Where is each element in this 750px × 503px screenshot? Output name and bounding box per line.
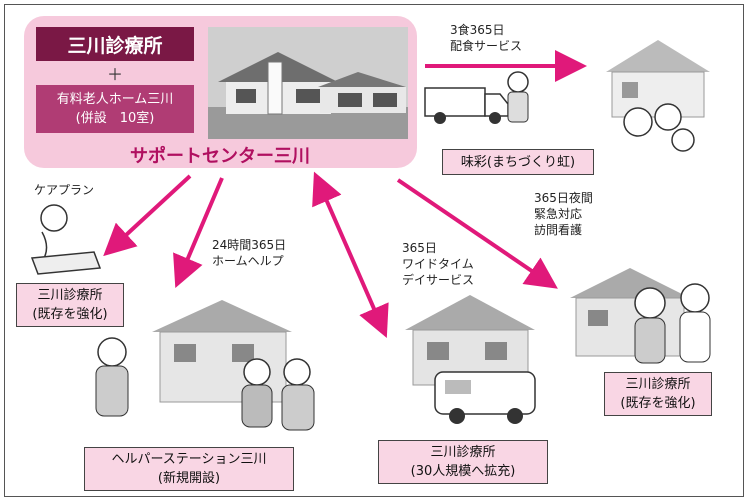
night-service-note: 365日夜間 緊急対応 訪問看護 — [534, 190, 593, 238]
meal-service-note-line1: 3食365日 — [450, 23, 505, 37]
clinic-title: 三川診療所 — [36, 27, 194, 61]
clinic-right-line2: (既存を強化) — [620, 396, 696, 411]
nursing-home-name: 有料老人ホーム三川 — [56, 92, 174, 107]
clinic-photo — [208, 27, 408, 139]
meal-service-note-line2: 配食サービス — [450, 39, 523, 53]
clinic-left-label: 三川診療所 (既存を強化) — [16, 283, 124, 327]
clinic-bottom-label: 三川診療所 (30人規模へ拡充) — [378, 440, 548, 484]
clinic-building-icon — [208, 27, 408, 139]
plus-sign: ＋ — [106, 65, 123, 84]
arrow-to-night-clinic — [396, 178, 558, 289]
arrow-to-care-plan-clinic — [103, 174, 192, 257]
care-plan-note: ケアプラン — [34, 183, 95, 197]
delivery-van-icon — [424, 71, 529, 124]
home-help-note: 24時間365日 ホームヘルプ — [212, 237, 286, 269]
night-service-note-line3: 訪問看護 — [534, 223, 583, 237]
arrow-to-day-service-clinic — [312, 171, 389, 338]
helper-station-line1: ヘルパーステーション三川 — [111, 452, 267, 467]
day-service-note-line3: デイサービス — [402, 273, 475, 287]
night-service-note-line2: 緊急対応 — [534, 207, 583, 221]
support-center-title: サポートセンター三川 — [130, 146, 310, 167]
clinic-bottom-line2: (30人規模へ拡充) — [410, 464, 516, 479]
day-service-note-line1: 365日 — [402, 241, 437, 255]
clinic-right-line1: 三川診療所 — [625, 377, 691, 392]
nursing-home-rooms: (併設 10室) — [75, 111, 155, 126]
home-help-note-line1: 24時間365日 — [212, 238, 287, 252]
day-service-note: 365日 ワイドタイム デイサービス — [402, 240, 474, 288]
care-manager-icon — [30, 204, 102, 275]
night-nursing-scene-icon — [570, 268, 711, 364]
night-service-note-line1: 365日夜間 — [534, 191, 593, 205]
meal-service-note: 3食365日 配食サービス — [450, 22, 522, 54]
clinic-left-line1: 三川診療所 — [37, 288, 103, 303]
clinic-left-line2: (既存を強化) — [32, 307, 108, 322]
helper-station-line2: (新規開設) — [157, 471, 221, 486]
home-help-note-line2: ホームヘルプ — [212, 254, 284, 268]
helper-station-label: ヘルパーステーション三川 (新規開設) — [84, 447, 294, 491]
ajisai-label-text: 味彩(まちづくり虹) — [460, 154, 576, 170]
clinic-right-label: 三川診療所 (既存を強化) — [604, 372, 712, 416]
house-elderly-icon — [606, 40, 710, 152]
ajisai-label: 味彩(まちづくり虹) — [442, 149, 594, 175]
arrow-to-helper-station — [173, 177, 224, 289]
clinic-bottom-line1: 三川診療所 — [430, 445, 496, 460]
home-help-scene-icon — [95, 300, 315, 431]
nursing-home-box: 有料老人ホーム三川 (併設 10室) — [36, 85, 194, 133]
day-service-house-bus-icon — [405, 295, 536, 424]
day-service-note-line2: ワイドタイム — [402, 257, 474, 271]
